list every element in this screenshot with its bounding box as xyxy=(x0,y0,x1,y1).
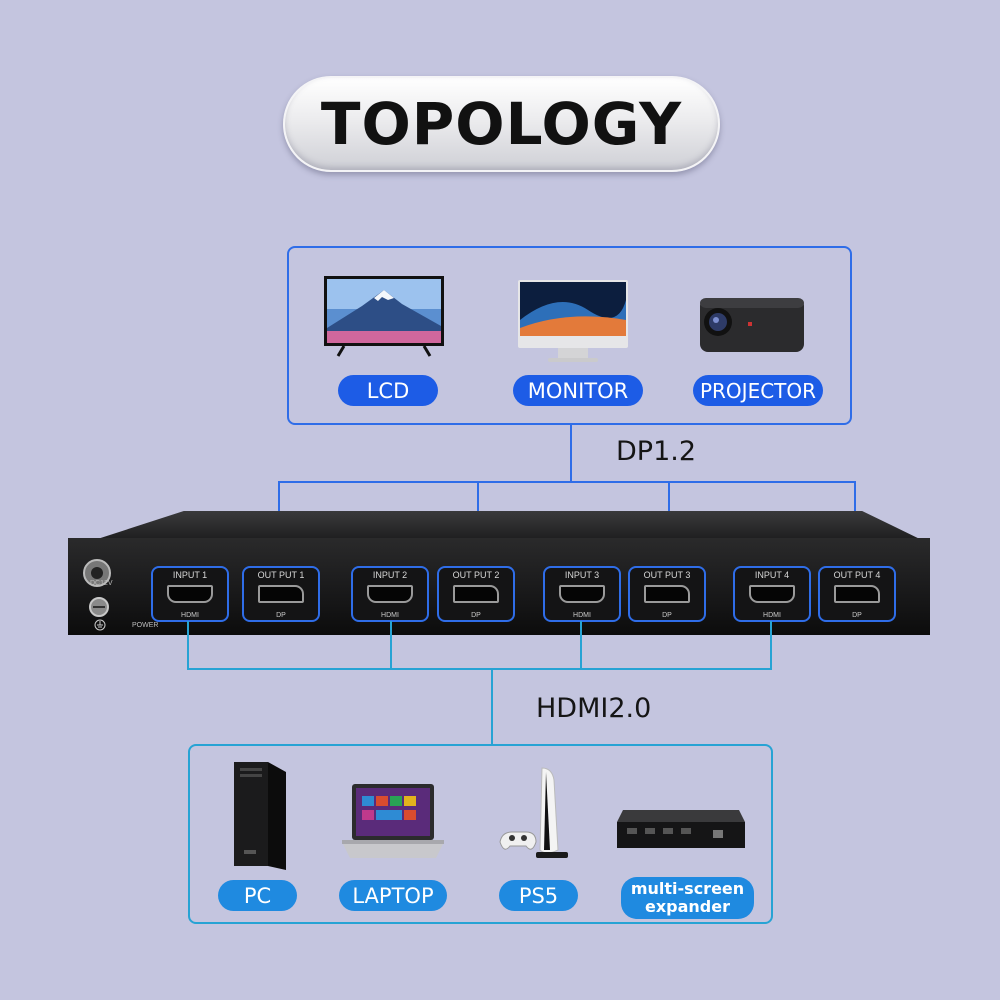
title-pill: TOPOLOGY xyxy=(283,76,720,172)
port-label: INPUT 1 xyxy=(172,570,208,580)
port-input-1: INPUT 1 HDMI xyxy=(151,566,229,622)
dp-socket-icon xyxy=(453,585,499,603)
monitor-icon xyxy=(518,280,628,364)
port-type: HDMI xyxy=(381,612,399,619)
expander-icon xyxy=(617,796,747,850)
port-output-2: OUT PUT 2 DP xyxy=(437,566,515,622)
dp-trunk-line xyxy=(570,424,572,482)
port-input-2: INPUT 2 HDMI xyxy=(351,566,429,622)
port-input-3: INPUT 3 HDMI xyxy=(543,566,621,622)
port-type: HDMI xyxy=(573,612,591,619)
hdmi-socket-icon xyxy=(749,585,795,603)
port-label: INPUT 4 xyxy=(754,570,790,580)
ps5-icon xyxy=(496,766,576,862)
port-label: OUT PUT 1 xyxy=(257,570,305,580)
input-label-expander: multi-screen expander xyxy=(621,877,754,919)
output-label-lcd: LCD xyxy=(338,375,438,406)
input-label-ps5: PS5 xyxy=(499,880,578,911)
dp-bus-line xyxy=(278,481,856,483)
port-label: OUT PUT 4 xyxy=(833,570,881,580)
dc-label: DC12V xyxy=(90,580,113,587)
port-type: DP xyxy=(662,612,672,619)
pc-tower-icon xyxy=(232,760,288,870)
title-text: TOPOLOGY xyxy=(320,90,683,158)
input-devices-box xyxy=(188,744,773,924)
port-type: HDMI xyxy=(181,612,199,619)
port-label: INPUT 2 xyxy=(372,570,408,580)
port-output-1: OUT PUT 1 DP xyxy=(242,566,320,622)
input-label-laptop: LAPTOP xyxy=(339,880,447,911)
port-output-3: OUT PUT 3 DP xyxy=(628,566,706,622)
port-output-4: OUT PUT 4 DP xyxy=(818,566,896,622)
ground-screw-icon xyxy=(88,596,110,618)
hdmi-bus-line xyxy=(187,668,772,670)
port-input-4: INPUT 4 HDMI xyxy=(733,566,811,622)
power-label: POWER xyxy=(132,622,159,629)
laptop-icon xyxy=(340,782,446,862)
port-label: OUT PUT 3 xyxy=(643,570,691,580)
output-devices-box xyxy=(287,246,852,425)
dc-jack-icon xyxy=(82,558,112,588)
hdmi-socket-icon xyxy=(559,585,605,603)
hdmi-rise-2 xyxy=(390,621,392,670)
output-label-projector: PROJECTOR xyxy=(693,375,823,406)
input-label-pc: PC xyxy=(218,880,297,911)
port-type: DP xyxy=(276,612,286,619)
port-type: HDMI xyxy=(763,612,781,619)
dp-link-label: DP1.2 xyxy=(616,436,697,467)
port-type: DP xyxy=(852,612,862,619)
port-label: INPUT 3 xyxy=(564,570,600,580)
expander-label-line2: expander xyxy=(644,897,730,916)
hdmi-trunk-line xyxy=(491,668,493,745)
projector-icon xyxy=(696,292,806,354)
hdmi-link-label: HDMI2.0 xyxy=(536,693,652,724)
output-label-monitor: MONITOR xyxy=(513,375,643,406)
dp-socket-icon xyxy=(258,585,304,603)
dp-socket-icon xyxy=(834,585,880,603)
expander-label-line1: multi-screen xyxy=(630,879,745,898)
hdmi-socket-icon xyxy=(367,585,413,603)
hdmi-rise-3 xyxy=(580,621,582,670)
ground-symbol-icon xyxy=(94,618,106,631)
hdmi-socket-icon xyxy=(167,585,213,603)
tv-icon xyxy=(322,276,446,358)
dp-socket-icon xyxy=(644,585,690,603)
port-type: DP xyxy=(471,612,481,619)
port-label: OUT PUT 2 xyxy=(452,570,500,580)
hdmi-rise-4 xyxy=(770,621,772,670)
hdmi-rise-1 xyxy=(187,621,189,670)
